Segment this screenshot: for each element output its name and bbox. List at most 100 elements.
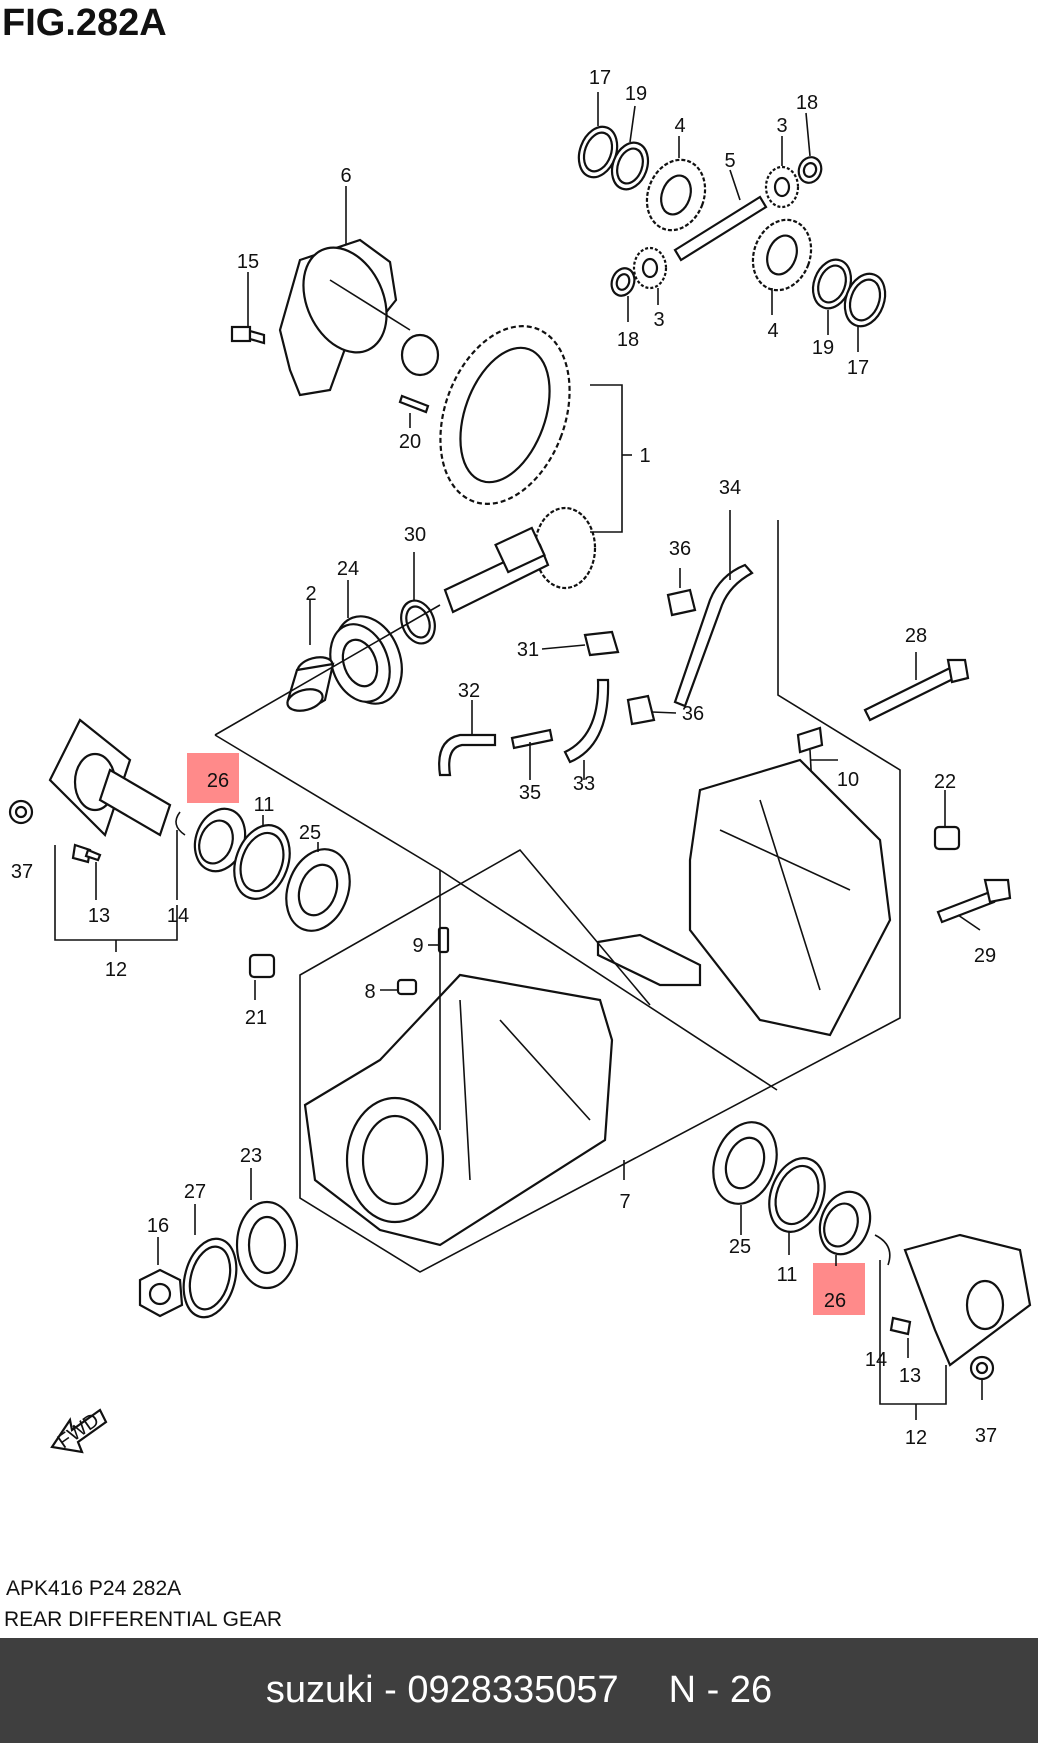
bearing-23: [235, 1200, 299, 1290]
side-gear-4-bottom: [751, 218, 813, 292]
callout-8: 8: [364, 981, 375, 1003]
circlip-14-right: [874, 1234, 891, 1266]
callout-12: 12: [105, 959, 127, 981]
footer-spacer: [619, 1669, 669, 1712]
bolt-15: [230, 325, 266, 345]
callout-2: 2: [305, 583, 316, 605]
breather-hose-34: [673, 563, 754, 708]
callout-19: 19: [812, 337, 834, 359]
callout-18: 18: [796, 92, 818, 114]
hose-32: [438, 733, 497, 777]
footer-separator: -: [373, 1669, 408, 1711]
callout-14: 14: [865, 1349, 887, 1371]
pinion-gear-3-bottom: [632, 246, 668, 290]
figure-description: REAR DIFFERENTIAL GEAR: [4, 1608, 283, 1631]
callout-25: 25: [729, 1236, 751, 1258]
callout-19: 19: [625, 83, 647, 105]
callout-29: 29: [974, 945, 996, 967]
callout-36: 36: [669, 538, 691, 560]
bearing-25-right: [712, 1121, 778, 1205]
footer-bar: suzuki - 0928335057 N - 26: [0, 1638, 1038, 1743]
side-gear-4-top: [645, 158, 707, 232]
callout-27: 27: [184, 1181, 206, 1203]
callout-12: 12: [905, 1427, 927, 1449]
pipe-35: [510, 728, 554, 750]
callout-15: 15: [237, 251, 259, 273]
highlight-box-26-right: [813, 1263, 865, 1315]
footer-ref-number: 26: [729, 1669, 773, 1711]
callout-5: 5: [724, 150, 735, 172]
pin-20: [398, 394, 430, 414]
washer-19-bottom: [811, 258, 853, 310]
callout-13: 13: [899, 1365, 921, 1387]
callout-10: 10: [837, 769, 859, 791]
washer-18-top: [797, 156, 823, 184]
footer-part-number: 0928335057: [407, 1669, 619, 1711]
bearing-24: [329, 615, 403, 705]
fwd-arrow-icon: FWD: [50, 1408, 108, 1454]
oil-seal-27: [182, 1237, 238, 1319]
callout-7: 7: [619, 1191, 630, 1213]
callout-24: 24: [337, 558, 359, 580]
shim-11-right: [768, 1157, 826, 1233]
footer-brand: suzuki: [265, 1669, 374, 1711]
ring-gear-1: [439, 325, 571, 505]
callout-31: 31: [517, 639, 539, 661]
callout-36: 36: [682, 703, 704, 725]
callout-30: 30: [404, 524, 426, 546]
callout-6: 6: [340, 165, 351, 187]
callout-1: 1: [639, 445, 650, 467]
bracket-1: [590, 384, 623, 533]
differential-case-6: [278, 238, 440, 397]
callout-9: 9: [412, 935, 423, 957]
callout-35: 35: [519, 782, 541, 804]
callout-13: 13: [88, 905, 110, 927]
washer-17-bottom: [843, 272, 887, 328]
bolt-13-left: [71, 843, 102, 864]
spacer-30: [400, 599, 436, 645]
callout-37: 37: [11, 861, 33, 883]
nut-37-right: [969, 1355, 995, 1381]
plug-22: [933, 825, 961, 851]
bolt-29: [936, 878, 1012, 924]
callout-4: 4: [674, 115, 685, 137]
callout-3: 3: [776, 115, 787, 137]
callout-4: 4: [767, 320, 778, 342]
washer-17-top: [577, 125, 619, 179]
washer-18-bottom: [610, 267, 636, 297]
callout-labels: 17 19 4 5 3 18 6 15 18 3 4 19 17 20 1 34…: [11, 67, 997, 1449]
hose-33: [563, 678, 610, 764]
callout-25: 25: [299, 822, 321, 844]
callout-11: 11: [777, 1264, 798, 1286]
callout-28: 28: [905, 625, 927, 647]
callout-22: 22: [934, 771, 956, 793]
callout-26: 26: [207, 770, 229, 792]
callout-23: 23: [240, 1145, 262, 1167]
callout-33: 33: [573, 773, 595, 795]
bearing-25-left: [285, 848, 351, 932]
carrier-housing-7: [303, 973, 614, 1247]
dowel-9: [437, 926, 450, 954]
pinion-shaft-5: [673, 195, 768, 262]
callout-37: 37: [975, 1425, 997, 1447]
drive-pinion-1: [443, 506, 597, 614]
callout-32: 32: [458, 680, 480, 702]
oil-seal-26-left: [193, 807, 247, 873]
figure-code: APK416 P24 282A: [6, 1577, 182, 1600]
bolt-13-right: [889, 1316, 912, 1336]
footer-ref-separator: -: [696, 1669, 730, 1711]
shim-11-left: [233, 824, 291, 900]
leader-lines: [54, 92, 983, 1420]
callout-16: 16: [147, 1215, 169, 1237]
breather-plug-31: [583, 630, 620, 657]
callout-18: 18: [617, 329, 639, 351]
footer-ref-prefix: N: [668, 1669, 697, 1711]
callout-34: 34: [719, 477, 741, 499]
clip-36-top: [666, 588, 697, 617]
highlight-box-26-left: [187, 753, 239, 803]
callout-17: 17: [847, 357, 869, 379]
plug-8: [396, 978, 418, 996]
circlip-14-left: [175, 811, 186, 836]
callout-26: 26: [824, 1290, 846, 1312]
washer-19-top: [610, 141, 650, 191]
